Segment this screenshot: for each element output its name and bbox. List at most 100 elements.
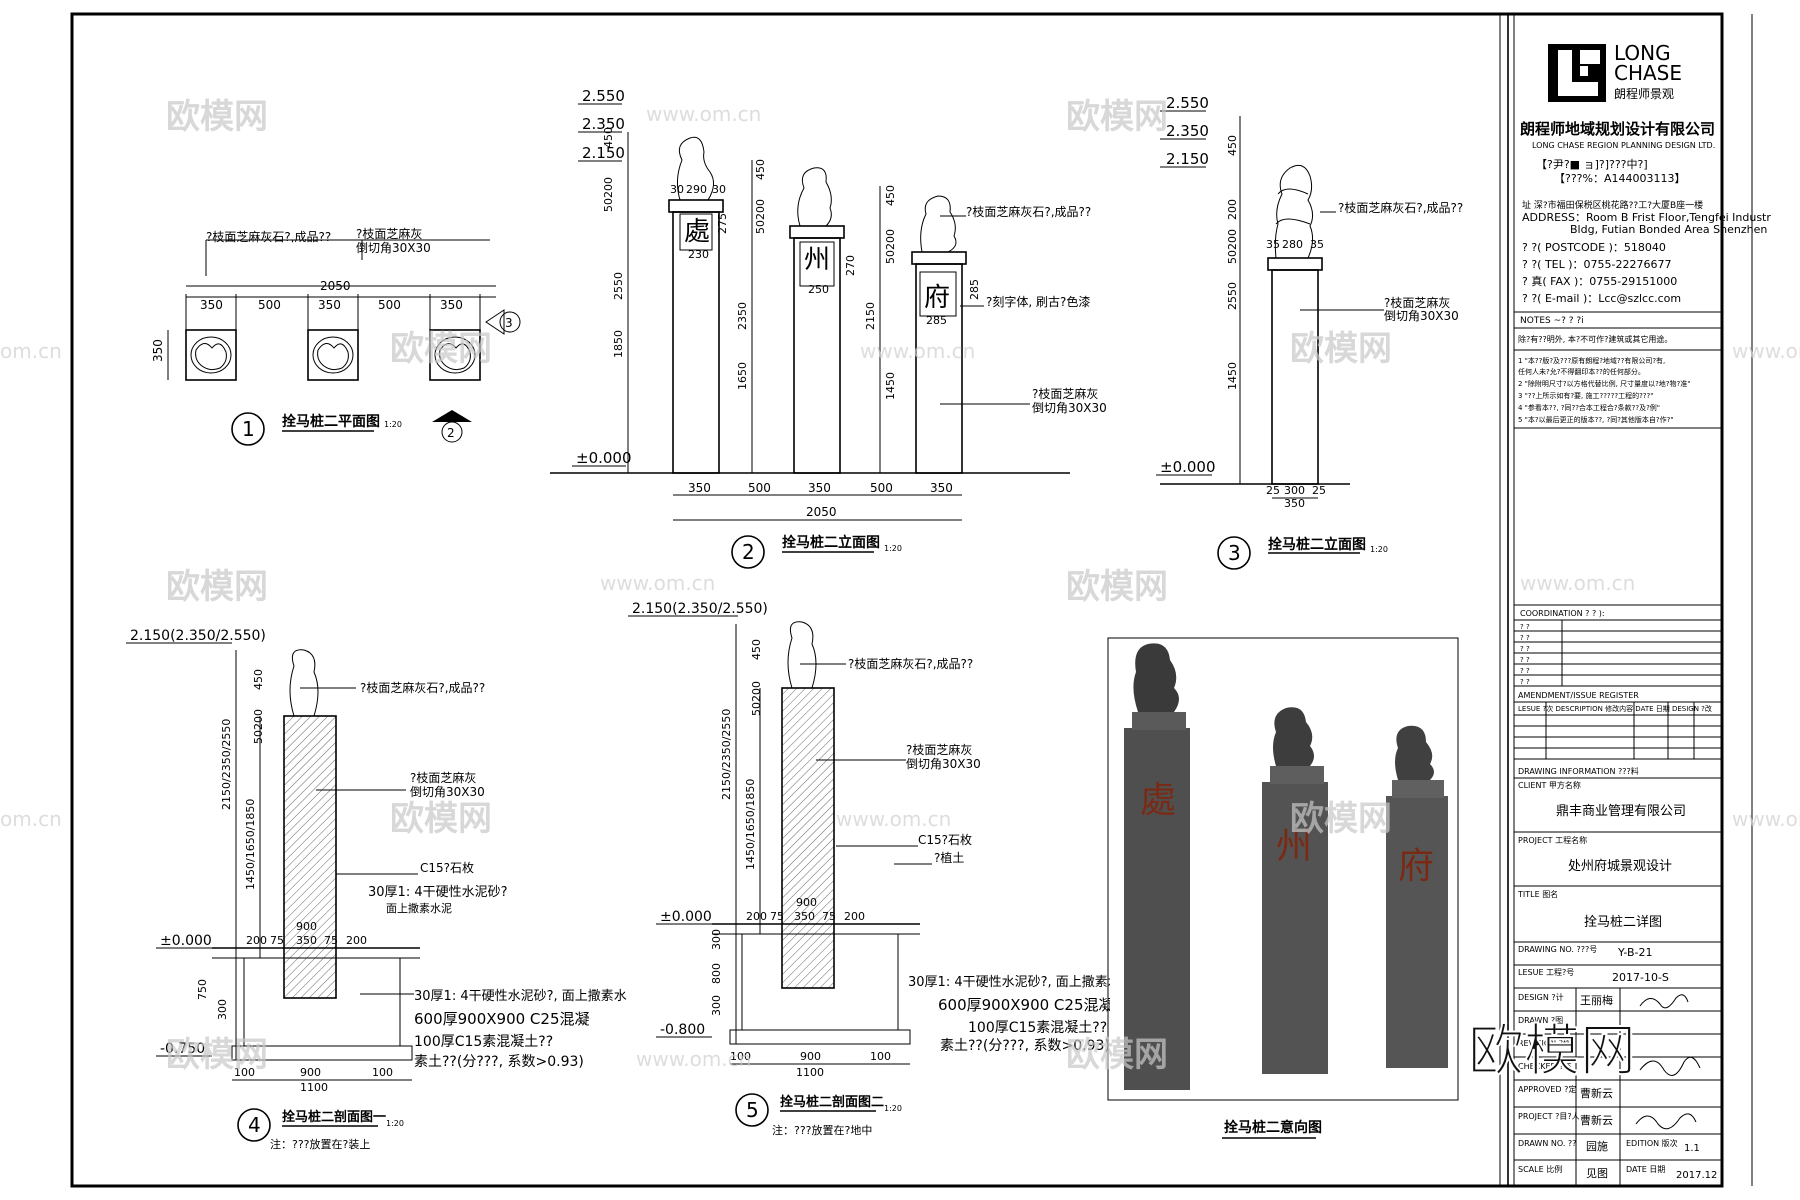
svg-text:500: 500 [870, 481, 893, 495]
svg-text:350: 350 [318, 298, 341, 312]
svg-text:?枝面芝麻灰石?,成品??: ?枝面芝麻灰石?,成品?? [848, 656, 973, 671]
date-label: DATE 日期 [1626, 1165, 1665, 1174]
svg-text:www.om.cn: www.om.cn [636, 1047, 751, 1071]
svg-text:?枝面芝麻灰石?,成品??: ?枝面芝麻灰石?,成品?? [360, 680, 485, 695]
post-side-elevation [1267, 164, 1323, 485]
view-5-section: 2.150(2.350/2.550) ±0.000 -0.800 2150/23… [628, 601, 1121, 1137]
elevation-dims-horizontal: 350 500 350 500 350 2050 [673, 481, 962, 521]
svg-text:300: 300 [710, 929, 723, 950]
svg-text:欧模网: 欧模网 [1290, 799, 1392, 839]
svg-text:2.350: 2.350 [1166, 122, 1209, 140]
svg-text:?枝面芝麻灰: ?枝面芝麻灰 [1384, 295, 1450, 310]
amendment-columns: LESUE ?次 DESCRIPTION 修改内容 DATE 日期 DESIGN… [1518, 704, 1712, 713]
scale-value: 见图 [1586, 1167, 1608, 1180]
company-name-en: LONG CHASE REGION PLANNING DESIGN LTD. [1532, 141, 1715, 150]
signature-checked [1639, 1056, 1701, 1076]
svg-text:2.350: 2.350 [582, 115, 625, 133]
svg-text:1100: 1100 [796, 1066, 824, 1079]
coord-row: ? ? [1520, 667, 1530, 675]
svg-text:1450: 1450 [1226, 362, 1239, 390]
svg-text:30: 30 [712, 183, 726, 196]
render-char-1: 處 [1140, 780, 1176, 821]
svg-text:900: 900 [796, 896, 817, 909]
svg-text:www.om.cn: www.om.cn [1732, 339, 1800, 363]
svg-text:35: 35 [1266, 238, 1280, 251]
svg-text:±0.000: ±0.000 [1160, 458, 1216, 476]
svg-text:2550: 2550 [612, 272, 625, 300]
svg-text:600厚900X900 C25混凝: 600厚900X900 C25混凝 [938, 996, 1114, 1014]
coord-row: ? ? [1520, 634, 1530, 642]
view-3-title: 拴马桩二立面图 [1268, 536, 1366, 553]
svg-text:100厚C15素混凝土??: 100厚C15素混凝土?? [968, 1020, 1107, 1036]
edition-value: 1.1 [1684, 1143, 1700, 1154]
view-6-rendering: 處 州 府 拴马桩二意向图 [1107, 637, 1459, 1139]
svg-text:1450/1650/1850: 1450/1650/1850 [244, 799, 257, 890]
svg-text:350: 350 [808, 481, 831, 495]
checked-label: CHECKED ?核 [1518, 1061, 1572, 1071]
project-label: PROJECT 工程名称 [1518, 835, 1587, 845]
svg-text:275: 275 [716, 213, 729, 234]
svg-text:75: 75 [770, 910, 784, 923]
side-callout-granite: ?枝面芝麻灰石?,成品?? [1338, 200, 1463, 215]
svg-text:35: 35 [1310, 238, 1324, 251]
carved-char-2: 州 [804, 245, 830, 275]
svg-text:600厚900X900 C25混凝: 600厚900X900 C25混凝 [414, 1010, 590, 1028]
svg-text:900: 900 [800, 1050, 821, 1063]
address-en-2: Bldg, Futian Bonded Area Shenzhen [1570, 223, 1767, 236]
render-post-1: 處 [1124, 643, 1190, 1090]
svg-text:欧模网: 欧模网 [1066, 1035, 1168, 1075]
client-label: CLIENT 甲方名称 [1518, 780, 1581, 790]
note-4: 4 "参看本??, ?同??合本工程合?条款??及?例" [1518, 403, 1660, 412]
svg-text:350: 350 [1284, 497, 1305, 510]
view-4-section: 2.150(2.350/2.550) ±0.000 -0.750 2150/23… [126, 628, 627, 1151]
elev-callout-granite: ?枝面芝麻灰石?,成品?? [966, 204, 1091, 219]
svg-text:270: 270 [844, 255, 857, 276]
scale-label: SCALE 比例 [1518, 1164, 1562, 1174]
svg-text:?枝面芝麻灰: ?枝面芝麻灰 [906, 742, 972, 757]
title-label: TITLE 图名 [1517, 889, 1558, 899]
watermarks: 欧模网 www.om.cn 欧模网 欧模网 www.om.cn 欧模网 om.c… [0, 97, 1800, 1075]
post-elevation-2: 州 [789, 167, 845, 474]
drawn-no-label: DRAWN NO. ?? [1518, 1139, 1576, 1148]
render-char-2: 州 [1276, 826, 1312, 867]
svg-text:75: 75 [822, 910, 836, 923]
svg-text:350: 350 [296, 934, 317, 947]
svg-text:500: 500 [748, 481, 771, 495]
dimension-2050-plan: 2050 [186, 279, 496, 293]
svg-text:www.om.cn: www.om.cn [646, 102, 761, 126]
note-1b: 任何人未?允?不得翻印本??的任何部分。 [1518, 367, 1645, 376]
svg-text:www.om.cn: www.om.cn [1520, 571, 1635, 595]
coordination-label: COORDINATION ? ? ): [1520, 609, 1605, 618]
view-3-elevation: 2.550 2.350 2.150 ±0.000 2550 1450 450 2… [1156, 94, 1463, 570]
svg-text:www.om.cn: www.om.cn [836, 807, 951, 831]
svg-text:75: 75 [270, 934, 284, 947]
svg-text:www.om.cn: www.om.cn [600, 571, 715, 595]
svg-text:350: 350 [200, 298, 223, 312]
view-1-number-circle [231, 412, 265, 446]
svg-text:285: 285 [968, 279, 981, 300]
svg-text:欧模网: 欧模网 [166, 1035, 268, 1075]
svg-text:1:20: 1:20 [884, 1104, 902, 1113]
section-marker-2-plan: 2 [432, 410, 472, 443]
signature-project [1635, 1113, 1697, 1130]
svg-text:om.cn: om.cn [0, 807, 62, 831]
plan-callout-granite: ?枝面芝麻灰石?,成品?? [206, 229, 331, 244]
svg-text:2.150: 2.150 [1166, 150, 1209, 168]
company-line-a: 【?尹?■ ョ]?]???中?] [1536, 158, 1648, 171]
svg-text:30: 30 [670, 183, 684, 196]
watermark-big: 欧模网 [1468, 1019, 1636, 1084]
note-3: 3 "??上所示如有?要, 施工?????工程的???" [1518, 391, 1653, 400]
postcode: ? ?( POSTCODE )：518040 [1522, 241, 1666, 254]
svg-text:350: 350 [440, 298, 463, 312]
view-3-number-circle [1217, 536, 1251, 570]
svg-text:C15?石枚: C15?石枚 [918, 832, 972, 847]
post-plan-2 [307, 329, 359, 381]
svg-text:2.150(2.350/2.550): 2.150(2.350/2.550) [632, 601, 768, 617]
view-5-title: 拴马桩二剖面图二 [780, 1094, 884, 1110]
svg-text:300: 300 [1284, 484, 1305, 497]
svg-text:±0.000: ±0.000 [576, 449, 632, 467]
svg-text:1100: 1100 [300, 1081, 328, 1094]
tel: ? ?( TEL )：0755-22276677 [1522, 258, 1672, 271]
svg-text:1450: 1450 [884, 372, 897, 400]
svg-text:3: 3 [505, 316, 513, 330]
